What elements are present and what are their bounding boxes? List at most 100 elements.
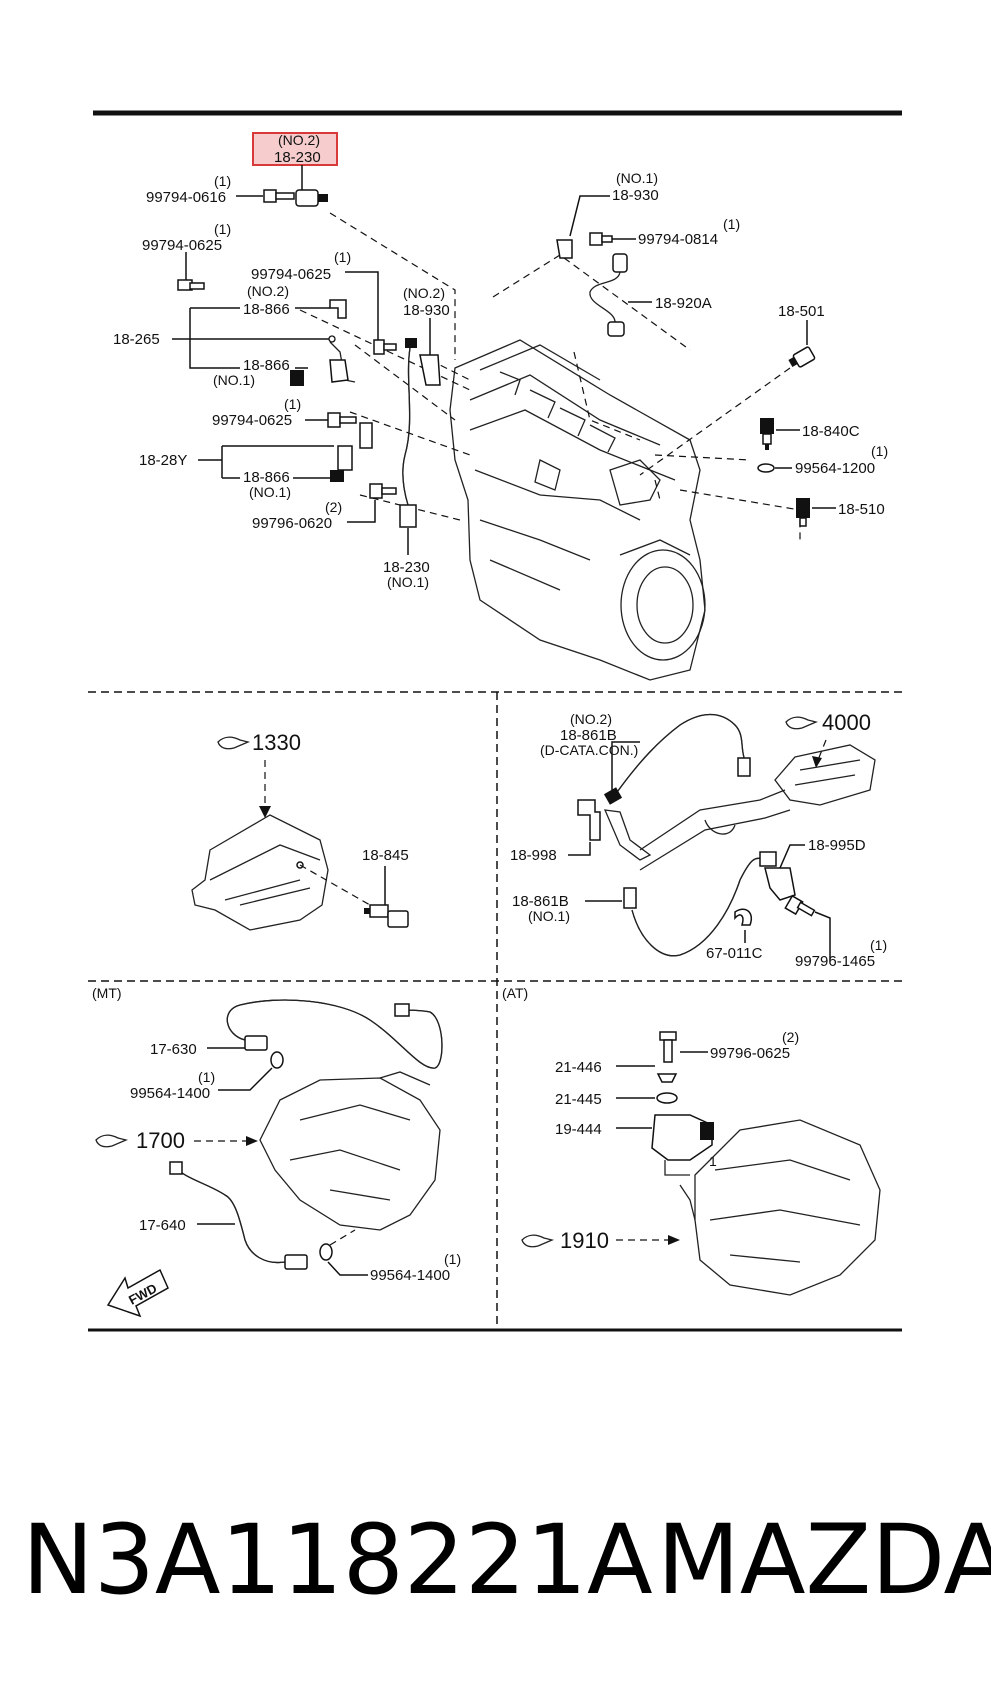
section-label-at: (AT): [502, 985, 528, 1001]
label-99794-0616: 99794-0616: [146, 189, 226, 206]
label-18-920a: 18-920A: [655, 295, 712, 312]
label-18-866-no1: 18-866: [243, 357, 290, 374]
knock-sensor-icon: [589, 253, 628, 337]
label-18-995d: 18-995D: [808, 837, 866, 854]
bolt-icon: [589, 232, 613, 246]
knock-sensor-harness-icon: [399, 338, 441, 528]
label-18-866-no2-qty: (NO.2): [247, 283, 289, 299]
label-18-930-no1-qty: (NO.1): [616, 170, 658, 186]
footer: N3A118221A MAZDA: [0, 1500, 991, 1620]
front-oxygen-sensor-harness-icon: [623, 851, 777, 957]
throttle-body-illustration: [191, 814, 329, 931]
label-18-230-no2-qty: (NO.2): [278, 132, 320, 148]
label-18-28y: 18-28Y: [139, 452, 187, 469]
sensor-mount-icon: [556, 239, 573, 259]
bolt-icon: [327, 412, 357, 428]
ref-number-1700: 1700: [136, 1128, 185, 1153]
inhibitor-switch-icon: [651, 1114, 714, 1176]
label-18-930-no2: 18-930: [403, 302, 450, 319]
washer-icon: [319, 1243, 333, 1261]
bolt-icon: [784, 894, 816, 917]
bracket-icon: [330, 422, 373, 482]
label-19-444: 19-444: [555, 1121, 602, 1138]
bracket-18-995d-icon: [764, 867, 796, 901]
label-99796-0625: 99796-0625: [710, 1045, 790, 1062]
label-18-510: 18-510: [838, 501, 885, 518]
label-18-230-no1: 18-230: [383, 559, 430, 576]
ref-1330: 1330: [217, 730, 301, 755]
crank-sensor-no2-icon: [295, 189, 328, 207]
label-18-861b-no1: 18-861B: [512, 893, 569, 910]
label-99794-0625-c: 99794-0625: [212, 412, 292, 429]
label-18-998: 18-998: [510, 847, 557, 864]
label-18-861b-no2-note: (D-CATA.CON.): [540, 742, 638, 758]
fwd-label: FWD: [126, 1281, 159, 1308]
label-99794-0625-a-qty: (1): [214, 221, 231, 237]
label-99794-0814-qty: (1): [723, 216, 740, 232]
label-99794-0625-b-qty: (1): [334, 249, 351, 265]
label-99794-0814: 99794-0814: [638, 231, 718, 248]
catalytic-converter-illustration: [639, 744, 876, 871]
label-18-861b-no1-qty: (NO.1): [528, 908, 570, 924]
label-99564-1400-b: 99564-1400: [370, 1267, 450, 1284]
washer-icon: [270, 1051, 284, 1069]
ref-number-1910: 1910: [560, 1228, 609, 1253]
bracket-18-998-icon: [577, 799, 601, 841]
label-21-446: 21-446: [555, 1059, 602, 1076]
neutral-switch-harness-icon: [226, 999, 443, 1069]
ref-1910: 1910: [521, 1228, 609, 1253]
label-17-640: 17-640: [139, 1217, 186, 1234]
bolt-icon: [369, 483, 397, 499]
label-18-501: 18-501: [778, 303, 825, 320]
engine-block-illustration: [449, 339, 706, 681]
label-99564-1400-b-qty: (1): [444, 1251, 461, 1267]
label-99796-1465-qty: (1): [870, 937, 887, 953]
rear-oxygen-sensor-harness-icon: [603, 713, 751, 805]
label-18-265: 18-265: [113, 331, 160, 348]
label-18-866-b-qty: (NO.1): [249, 484, 291, 500]
ref-1700: 1700: [95, 1128, 185, 1153]
label-18-861b-no2: 18-861B: [560, 727, 617, 744]
label-99796-0625-qty: (2): [782, 1029, 799, 1045]
ref-number-1330: 1330: [252, 730, 301, 755]
label-18-866-no1-qty: (NO.1): [213, 372, 255, 388]
bracket-icon: [290, 359, 349, 386]
label-18-861b-no2-qty: (NO.2): [570, 711, 612, 727]
label-99794-0625-a: 99794-0625: [142, 237, 222, 254]
label-99796-1465: 99796-1465: [795, 953, 875, 970]
switch-sensor-icon: [788, 346, 816, 368]
brand-name: MAZDA: [657, 1504, 991, 1616]
ref-4000: 4000: [785, 710, 871, 735]
label-18-866-no2: 18-866: [243, 301, 290, 318]
backup-switch-harness-icon: [169, 1161, 308, 1270]
collar-icon: [656, 1073, 678, 1083]
label-18-930-no2-qty: (NO.2): [403, 285, 445, 301]
temperature-sensor-icon: [760, 418, 774, 450]
washer-icon: [757, 463, 775, 473]
bolt-icon: [659, 1031, 677, 1063]
label-99794-0616-qty: (1): [214, 173, 231, 189]
highlight-box: [252, 132, 338, 166]
sensor-connector-icon: [364, 904, 409, 928]
label-99564-1400-a-qty: (1): [198, 1069, 215, 1085]
label-99794-0625-c-qty: (1): [284, 396, 301, 412]
label-18-840c: 18-840C: [802, 423, 860, 440]
label-18-845: 18-845: [362, 847, 409, 864]
label-67-011c: 67-011C: [706, 945, 763, 962]
label-99796-0620-qty: (2): [325, 499, 342, 515]
label-99794-0625-b: 99794-0625: [251, 266, 331, 283]
washer-icon: [656, 1092, 678, 1104]
fwd-arrow-icon: FWD: [106, 1268, 169, 1318]
label-18-866-b: 18-866: [243, 469, 290, 486]
ref-number-4000: 4000: [822, 710, 871, 735]
manual-transmission-illustration: [259, 1071, 441, 1231]
sender-unit-icon: [796, 498, 810, 527]
label-17-630: 17-630: [150, 1041, 197, 1058]
clip-67-011c-icon: [734, 908, 752, 926]
bolt-icon: [263, 189, 295, 203]
label-18-930-no1: 18-930: [612, 187, 659, 204]
label-99564-1400-a: 99564-1400: [130, 1085, 210, 1102]
bracket-icon: [329, 299, 347, 319]
section-label-mt: (MT): [92, 985, 122, 1001]
